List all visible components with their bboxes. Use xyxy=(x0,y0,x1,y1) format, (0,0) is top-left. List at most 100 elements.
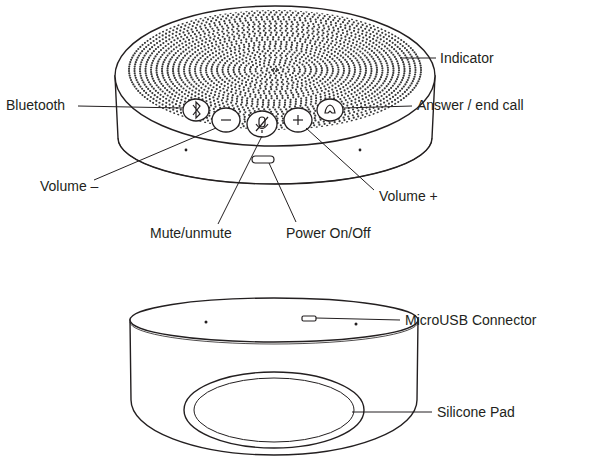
grill-dot xyxy=(363,76,365,78)
grill-dot xyxy=(397,65,399,67)
grill-dot xyxy=(162,42,164,44)
grill-dot xyxy=(334,121,336,123)
grill-dot xyxy=(277,84,279,86)
grill-dot xyxy=(281,111,283,113)
grill-dot xyxy=(171,101,173,103)
grill-dot xyxy=(267,106,269,108)
grill-dot xyxy=(344,36,346,38)
grill-dot xyxy=(208,47,210,49)
grill-dot xyxy=(261,39,263,41)
grill-dot xyxy=(148,57,150,59)
grill-dot xyxy=(229,58,231,60)
grill-dot xyxy=(311,77,313,79)
grill-dot xyxy=(290,30,292,32)
grill-dot xyxy=(379,91,381,93)
grill-dot xyxy=(335,22,337,24)
grill-dot xyxy=(227,93,229,95)
grill-dot xyxy=(208,60,210,62)
grill-dot xyxy=(210,101,212,103)
grill-dot xyxy=(270,23,272,25)
grill-dot xyxy=(336,41,338,43)
grill-dot xyxy=(172,70,174,72)
grill-dot xyxy=(238,85,240,87)
grill-dot xyxy=(350,53,352,55)
grill-dot xyxy=(198,32,200,34)
grill-dot xyxy=(345,84,347,86)
grill-dot xyxy=(378,58,380,60)
grill-dot xyxy=(339,79,341,81)
grill-dot xyxy=(214,94,216,96)
grill-dot xyxy=(322,32,324,34)
grill-dot xyxy=(178,75,180,77)
grill-dot xyxy=(173,75,175,77)
grill-dot xyxy=(391,92,393,94)
grill-dot xyxy=(388,56,390,58)
grill-dot xyxy=(397,76,399,78)
grill-dot xyxy=(194,72,196,74)
grill-dot xyxy=(251,103,253,105)
grill-dot xyxy=(365,34,367,36)
grill-dot xyxy=(185,89,187,91)
grill-dot xyxy=(194,56,196,58)
grill-dot xyxy=(209,37,211,39)
grill-dot xyxy=(256,105,258,107)
grill-dot xyxy=(144,70,146,72)
grill-dot xyxy=(171,56,173,58)
grill-dot xyxy=(172,68,174,70)
grill-dot xyxy=(372,87,374,89)
grill-dot xyxy=(159,40,161,42)
grill-dot xyxy=(213,108,215,110)
grill-dot xyxy=(375,73,377,75)
grill-dot xyxy=(324,62,326,64)
grill-dot xyxy=(324,81,326,83)
grill-dot xyxy=(221,59,223,61)
grill-dot xyxy=(236,98,238,100)
grill-dot xyxy=(357,31,359,33)
grill-dot xyxy=(219,23,221,25)
grill-dot xyxy=(243,36,245,38)
grill-dot xyxy=(329,122,331,124)
grill-dot xyxy=(151,85,153,87)
grill-dot xyxy=(305,58,307,60)
grill-dot xyxy=(386,62,388,64)
grill-dot xyxy=(236,100,238,102)
grill-dot xyxy=(305,80,307,82)
grill-dot xyxy=(168,34,170,36)
grill-dot xyxy=(389,81,391,83)
grill-dot xyxy=(282,79,284,81)
grill-dot xyxy=(222,94,224,96)
grill-dot xyxy=(221,79,223,81)
grill-dot xyxy=(259,85,261,87)
grill-dot xyxy=(349,28,351,30)
grill-dot xyxy=(365,41,367,43)
grill-dot xyxy=(302,95,304,97)
grill-dot xyxy=(229,22,231,24)
grill-dot xyxy=(337,20,339,22)
grill-dot xyxy=(228,19,230,21)
grill-dot xyxy=(291,35,293,37)
grill-dot xyxy=(317,39,319,41)
grill-dot xyxy=(350,103,352,105)
grill-dot xyxy=(339,98,341,100)
grill-dot xyxy=(372,58,374,60)
grill-dot xyxy=(407,61,409,63)
grill-dot xyxy=(258,92,260,94)
grill-dot xyxy=(206,65,208,67)
grill-dot xyxy=(184,100,186,102)
grill-dot xyxy=(350,32,352,34)
grill-dot xyxy=(286,87,288,89)
grill-dot xyxy=(258,44,260,46)
grill-dot xyxy=(209,40,211,42)
grill-dot xyxy=(148,81,150,83)
grill-dot xyxy=(146,61,148,63)
grill-dot xyxy=(390,52,392,54)
grill-dot xyxy=(282,70,284,72)
grill-dot xyxy=(359,50,361,52)
grill-dot xyxy=(217,72,219,74)
grill-dot xyxy=(179,40,181,42)
grill-dot xyxy=(321,69,323,71)
grill-dot xyxy=(266,18,268,20)
grill-dot xyxy=(327,39,329,41)
grill-dot xyxy=(265,95,267,97)
grill-dot xyxy=(140,75,142,77)
